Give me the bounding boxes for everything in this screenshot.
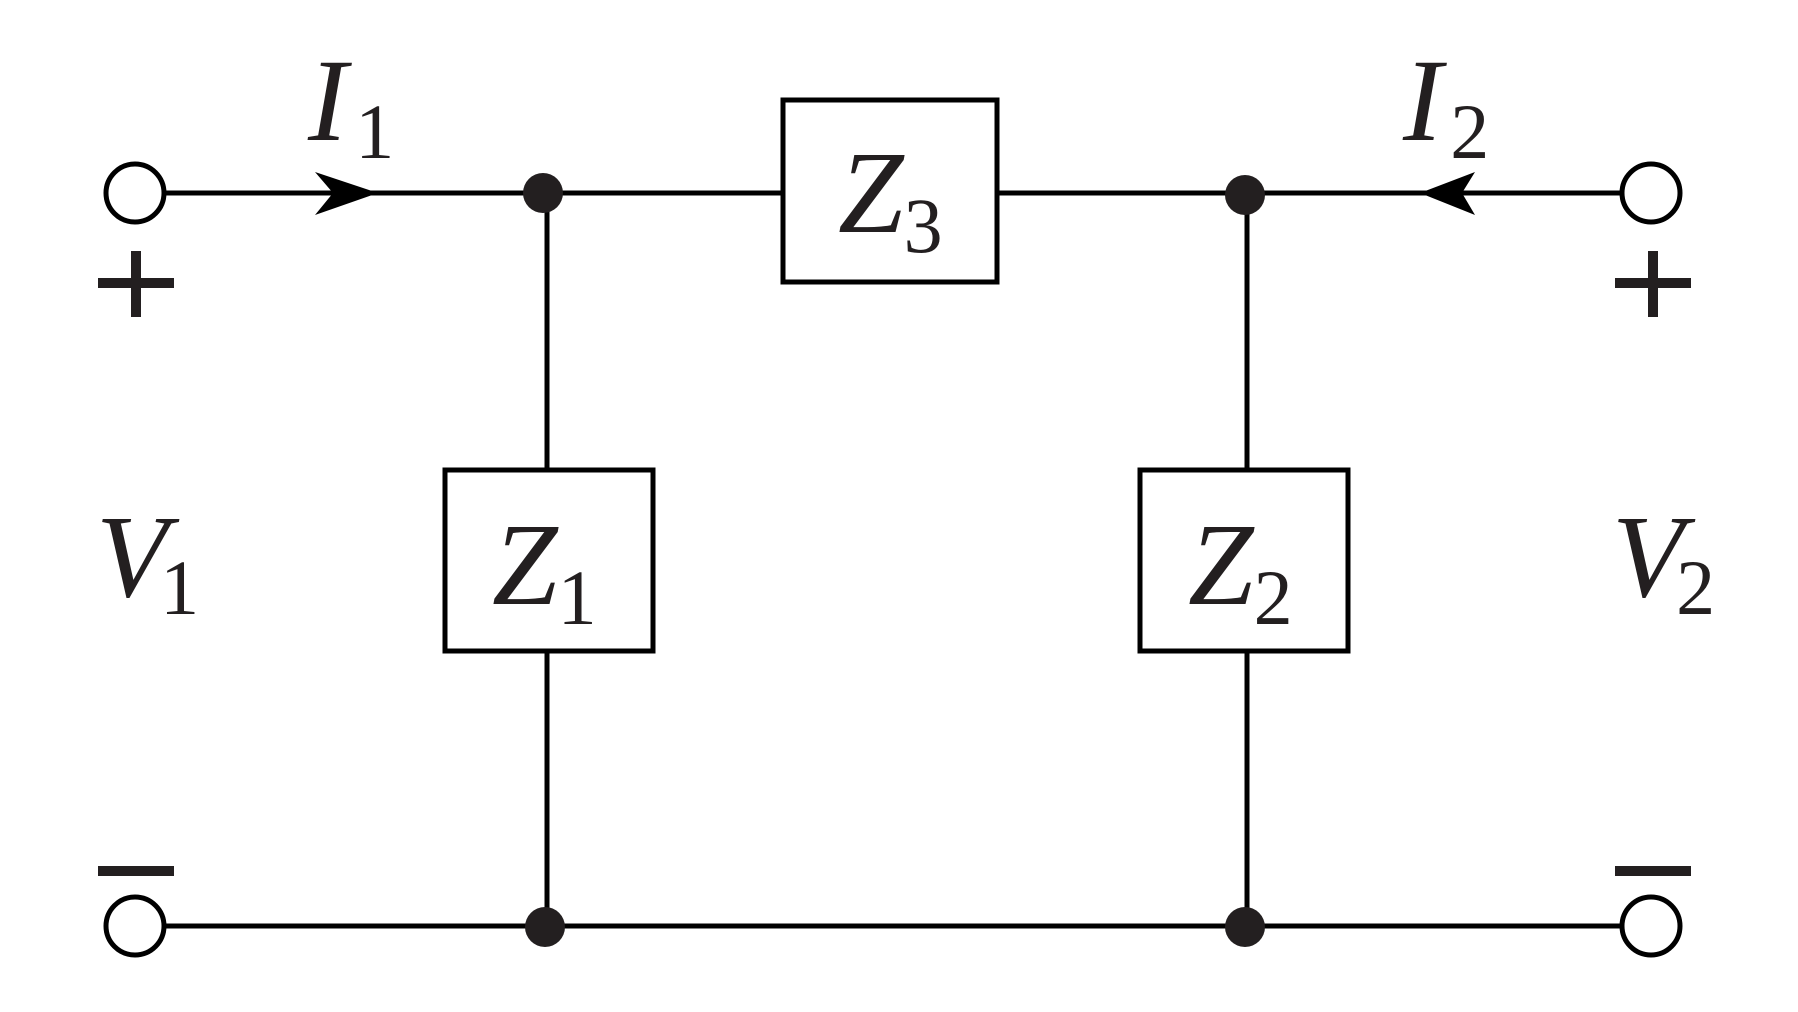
- impedance-z1: Z1: [442, 467, 656, 654]
- current-i2-symbol: I: [1402, 35, 1447, 166]
- impedance-z3-label: Z3: [838, 127, 943, 269]
- impedance-z3-subscript: 3: [904, 182, 943, 269]
- junction-dot-top-right: [1225, 175, 1265, 215]
- current-i2-arrow-icon: [1420, 172, 1475, 215]
- impedance-z3: Z3: [780, 97, 1000, 285]
- current-i2-subscript: 2: [1450, 88, 1489, 175]
- junction-dot-bottom-right: [1225, 907, 1265, 947]
- voltage-v2-symbol: V: [1612, 491, 1696, 622]
- impedance-z1-label: Z1: [492, 499, 597, 641]
- voltage-v1-symbol: V: [96, 491, 180, 622]
- junction-dot-bottom-left: [525, 907, 565, 947]
- junction-dot-top-left: [523, 173, 563, 213]
- output-minus-sign-icon: [1615, 866, 1691, 876]
- input-minus-sign-icon: [98, 866, 174, 876]
- voltage-v2-label: V2: [1612, 491, 1715, 631]
- impedance-z2-box: [1137, 467, 1351, 654]
- input-plus-sign-icon: [98, 251, 174, 317]
- output-terminal-negative: [1619, 894, 1683, 958]
- voltage-v1-subscript: 1: [160, 544, 199, 631]
- impedance-z1-subscript: 1: [558, 554, 597, 641]
- current-i1-subscript: 1: [355, 88, 394, 175]
- input-terminal-positive: [103, 161, 167, 225]
- current-i1-arrow-icon: [315, 172, 378, 215]
- impedance-z2-subscript: 2: [1254, 554, 1293, 641]
- impedance-z3-box: [780, 97, 1000, 285]
- impedance-z2-symbol: Z: [1188, 499, 1255, 630]
- impedance-z1-box: [442, 467, 656, 654]
- impedance-z2: Z2: [1137, 467, 1351, 654]
- impedance-z3-symbol: Z: [838, 127, 905, 258]
- output-plus-sign-icon: [1615, 251, 1691, 317]
- voltage-v2-subscript: 2: [1676, 544, 1715, 631]
- input-terminal-negative: [103, 894, 167, 958]
- current-i1-symbol: I: [307, 35, 352, 166]
- impedance-z1-symbol: Z: [492, 499, 559, 630]
- impedance-z2-label: Z2: [1188, 499, 1293, 641]
- voltage-v1-label: V1: [96, 491, 199, 631]
- output-terminal-positive: [1619, 161, 1683, 225]
